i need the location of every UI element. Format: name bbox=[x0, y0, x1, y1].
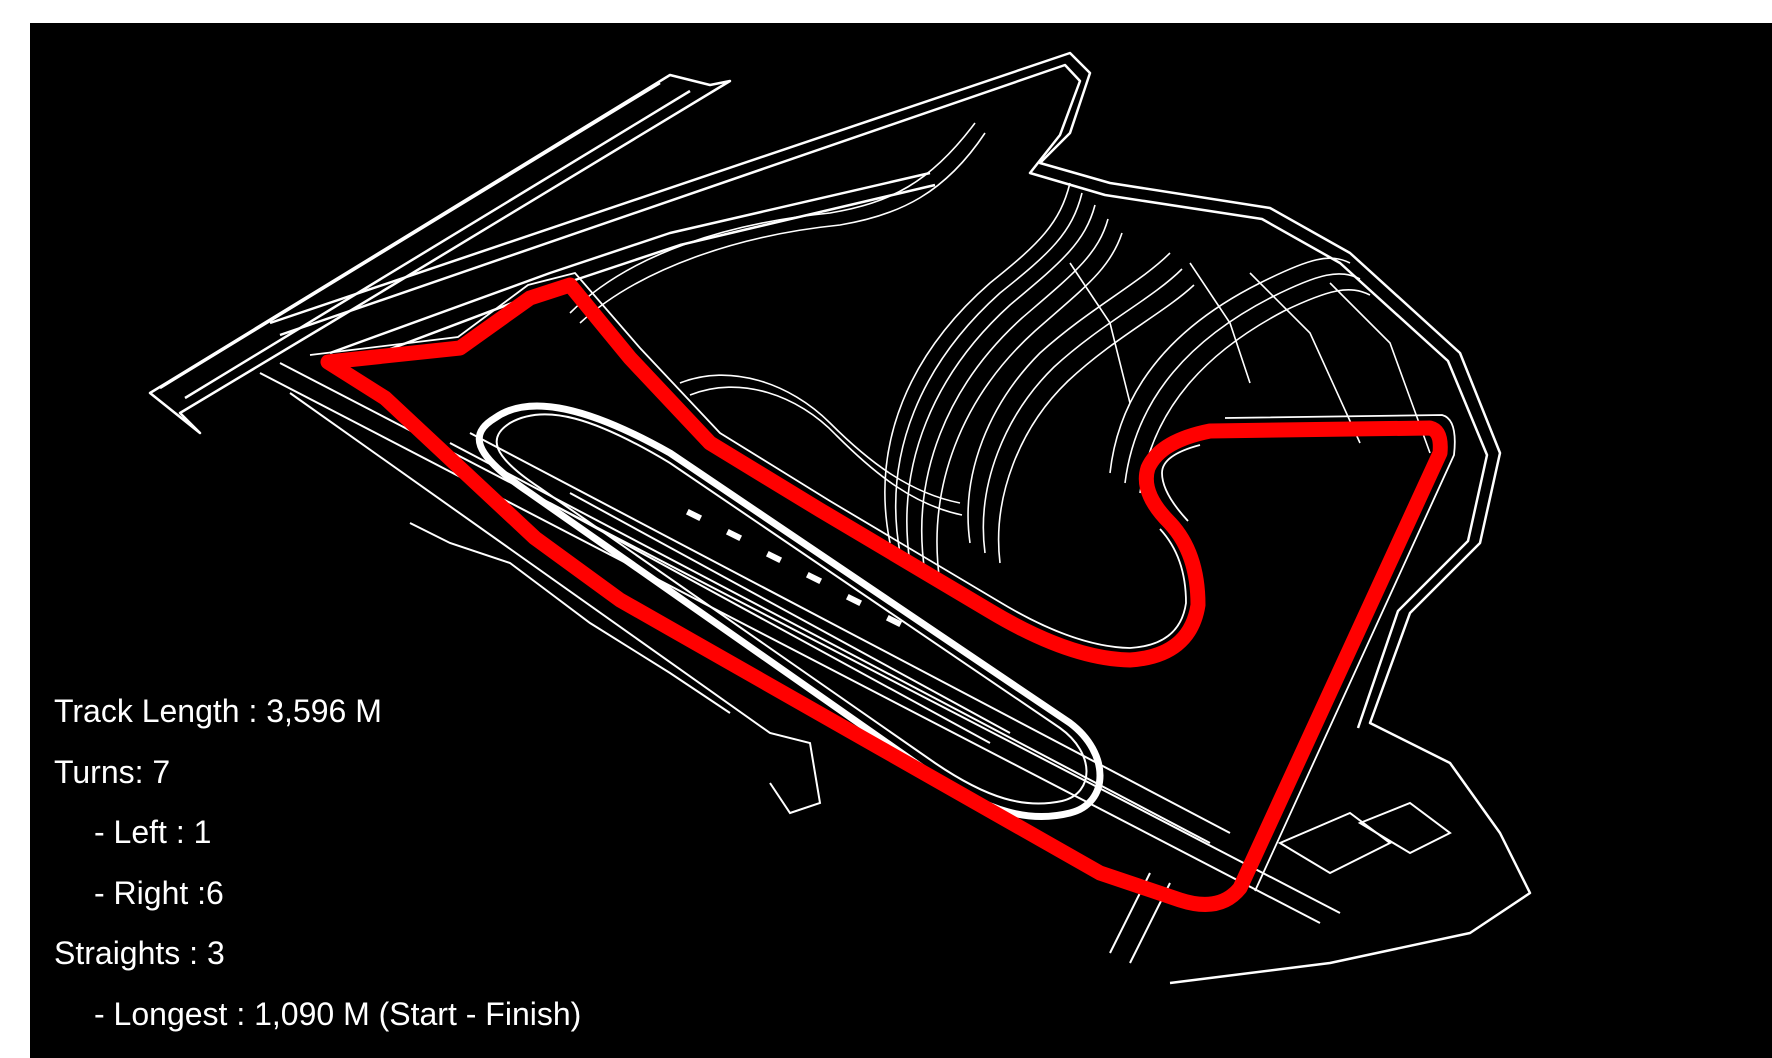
track-map-panel: Track Length : 3,596 M Turns: 7 - Left :… bbox=[30, 23, 1772, 1058]
straights-text: Straights : 3 bbox=[54, 935, 225, 971]
pit-complex bbox=[259, 362, 1452, 964]
left-turns-text: - Left : 1 bbox=[94, 814, 212, 850]
right-turns-text: - Right :6 bbox=[94, 874, 224, 911]
turns-text: Turns: 7 bbox=[54, 753, 171, 790]
circuit-map bbox=[148, 51, 1532, 985]
longest-straight-text: - Longest : 1,090 M (Start - Finish) bbox=[94, 995, 582, 1032]
infield-oval bbox=[475, 402, 1104, 821]
race-track bbox=[320, 277, 1448, 912]
grid-markers bbox=[685, 508, 903, 628]
track-edges bbox=[309, 271, 1456, 892]
infield-contours bbox=[569, 122, 1431, 584]
track-length-text: Track Length : 3,596 M bbox=[54, 693, 382, 729]
site-outline bbox=[148, 51, 1532, 985]
track-stats: Track Length : 3,596 M Turns: 7 - Left :… bbox=[54, 681, 581, 1044]
